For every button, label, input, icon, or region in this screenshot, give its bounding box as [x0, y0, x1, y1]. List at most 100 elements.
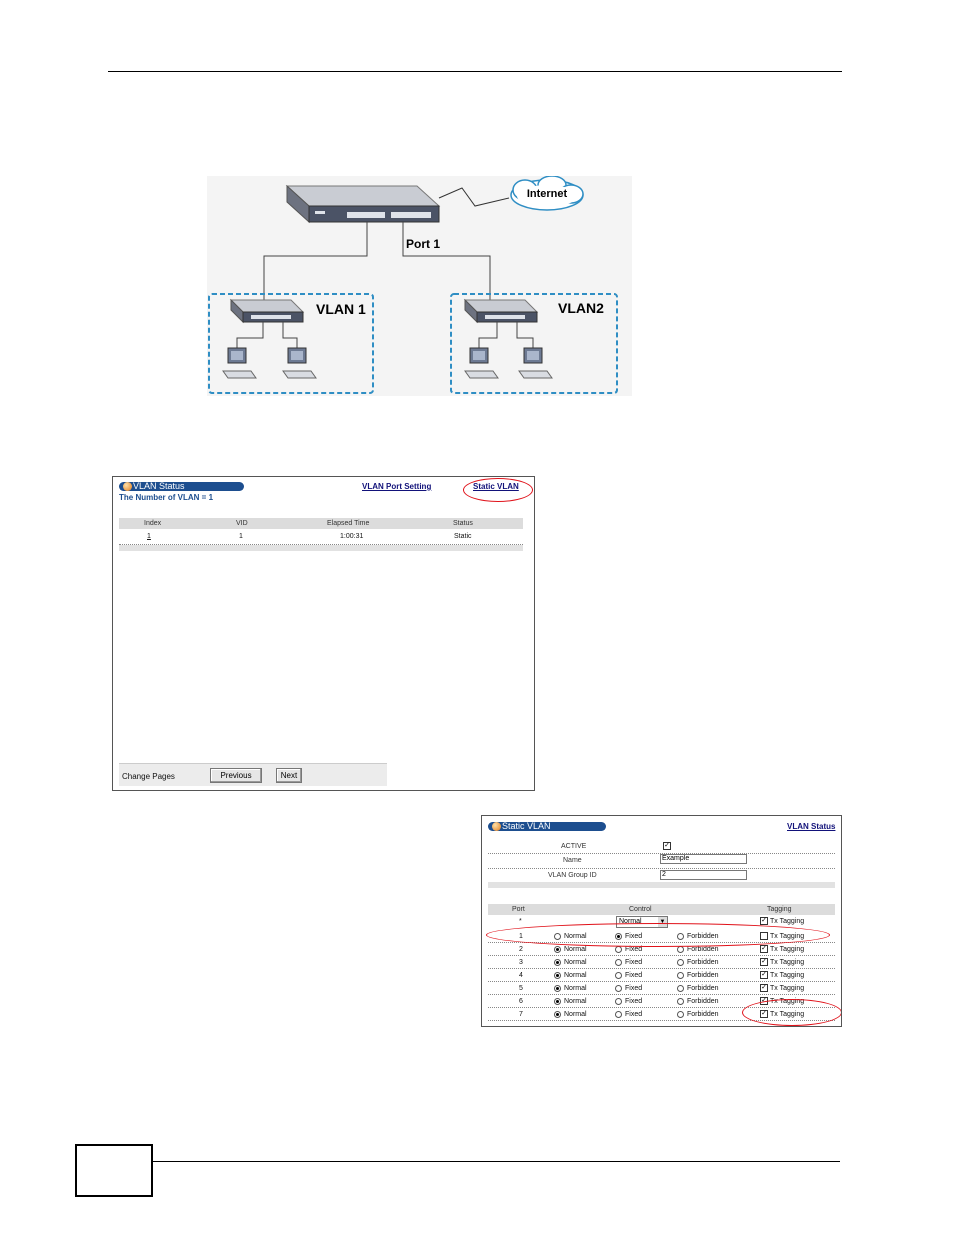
vlan-group-id-label: VLAN Group ID	[548, 872, 597, 879]
chevron-down-icon: ▼	[658, 917, 667, 927]
col-index: Index	[144, 520, 162, 527]
vlan2-computer-2-icon	[518, 347, 553, 379]
forbidden-radio[interactable]	[677, 985, 684, 992]
port-1-label: Port 1	[406, 237, 440, 251]
normal-label: Normal	[564, 985, 587, 992]
form-footer-bar	[488, 882, 835, 888]
row-divider	[488, 1007, 835, 1008]
main-switch-icon	[285, 184, 441, 224]
fixed-label: Fixed	[625, 998, 643, 1005]
static-vlan-title: Static VLAN	[502, 821, 551, 831]
tx-tagging-label: Tx Tagging	[770, 972, 805, 979]
vlan-count-text: The Number of VLAN = 1	[119, 493, 214, 502]
fixed-label: Fixed	[625, 959, 643, 966]
col-vid: VID	[236, 520, 248, 527]
tx-tagging-label: Tx Tagging	[770, 946, 805, 953]
tx-tagging-checkbox[interactable]: ✓	[760, 958, 768, 966]
fixed-radio[interactable]	[615, 959, 622, 966]
pagination-bar: Change Pages Previous Next	[119, 763, 387, 786]
normal-radio[interactable]	[554, 998, 561, 1005]
fixed-radio[interactable]	[615, 1011, 622, 1018]
forbidden-radio[interactable]	[677, 959, 684, 966]
status-orb-icon	[123, 482, 132, 491]
fixed-radio[interactable]	[615, 998, 622, 1005]
status-orb-icon	[492, 822, 501, 831]
row-status: Static	[454, 533, 472, 540]
normal-radio[interactable]	[554, 985, 561, 992]
vlan-status-panel: VLAN Status The Number of VLAN = 1 VLAN …	[112, 476, 535, 791]
active-label: ACTIVE	[561, 843, 587, 850]
network-diagram-svg: Internet Port 1 VLAN 1	[208, 175, 618, 394]
forbidden-label: Forbidden	[687, 946, 719, 953]
normal-radio[interactable]	[554, 1011, 561, 1018]
table-row: 1 1 1:00:31 Static	[119, 530, 523, 544]
vlan1-switch-icon	[229, 298, 305, 324]
forbidden-label: Forbidden	[687, 1011, 719, 1018]
port-number: 2	[519, 946, 523, 953]
forbidden-label: Forbidden	[687, 959, 719, 966]
fixed-label: Fixed	[625, 1011, 643, 1018]
active-checkbox[interactable]: ✓	[663, 842, 671, 850]
tx-tagging-checkbox[interactable]: ✓	[760, 945, 768, 953]
forbidden-radio[interactable]	[677, 998, 684, 1005]
fixed-label: Fixed	[625, 985, 643, 992]
table-footer-bar	[119, 545, 523, 551]
fixed-radio[interactable]	[615, 946, 622, 953]
row-index-link[interactable]: 1	[147, 533, 151, 540]
fixed-radio[interactable]	[615, 985, 622, 992]
normal-radio[interactable]	[554, 972, 561, 979]
row-divider	[488, 968, 835, 969]
next-button[interactable]: Next	[276, 768, 302, 783]
bottom-rule	[152, 1161, 840, 1162]
vlan1-dashed-box	[208, 293, 374, 394]
vlan-group-id-field[interactable]	[660, 870, 747, 880]
forbidden-radio[interactable]	[677, 946, 684, 953]
all-tagging-checkbox[interactable]: ✓	[760, 917, 768, 925]
normal-radio[interactable]	[554, 946, 561, 953]
vlan-status-title: VLAN Status	[133, 481, 185, 491]
vlan-status-link[interactable]: VLAN Status	[787, 822, 836, 831]
forbidden-radio[interactable]	[677, 1011, 684, 1018]
ports-table-header: Port Control Tagging	[488, 904, 835, 915]
row-divider	[119, 544, 523, 545]
top-rule	[108, 71, 842, 72]
tx-tagging-checkbox[interactable]: ✓	[760, 971, 768, 979]
name-field[interactable]	[660, 854, 747, 864]
vlan-table-header: Index VID Elapsed Time Status	[119, 518, 523, 529]
port-number: 3	[519, 959, 523, 966]
row-divider	[488, 981, 835, 982]
fixed-label: Fixed	[625, 972, 643, 979]
port1-highlight	[486, 923, 830, 947]
vlan1-computer-1-icon	[222, 347, 257, 379]
col-port: Port	[512, 906, 525, 913]
vlan2-computer-1-icon	[464, 347, 499, 379]
vlan-status-title-pill: VLAN Status	[119, 482, 244, 491]
vlan-port-setting-link[interactable]: VLAN Port Setting	[362, 482, 432, 491]
tx-tagging-label: Tx Tagging	[770, 959, 805, 966]
internet-cloud-icon	[510, 175, 584, 211]
col-tagging: Tagging	[767, 906, 792, 913]
static-vlan-highlight	[463, 478, 533, 502]
port-number: 5	[519, 985, 523, 992]
vlan2-dashed-box	[450, 293, 618, 394]
name-label: Name	[563, 857, 582, 864]
form-divider	[488, 853, 835, 854]
vlan-network-diagram: Internet Port 1 VLAN 1	[207, 175, 632, 396]
forbidden-label: Forbidden	[687, 985, 719, 992]
previous-button[interactable]: Previous	[210, 768, 262, 783]
row-divider	[488, 1020, 835, 1021]
normal-radio[interactable]	[554, 959, 561, 966]
fixed-label: Fixed	[625, 946, 643, 953]
port-number: 4	[519, 972, 523, 979]
fixed-radio[interactable]	[615, 972, 622, 979]
port-number: 6	[519, 998, 523, 1005]
tx-tagging-checkbox[interactable]: ✓	[760, 984, 768, 992]
all-control-value: Normal	[619, 918, 642, 925]
form-divider	[488, 868, 835, 869]
normal-label: Normal	[564, 998, 587, 1005]
forbidden-radio[interactable]	[677, 972, 684, 979]
